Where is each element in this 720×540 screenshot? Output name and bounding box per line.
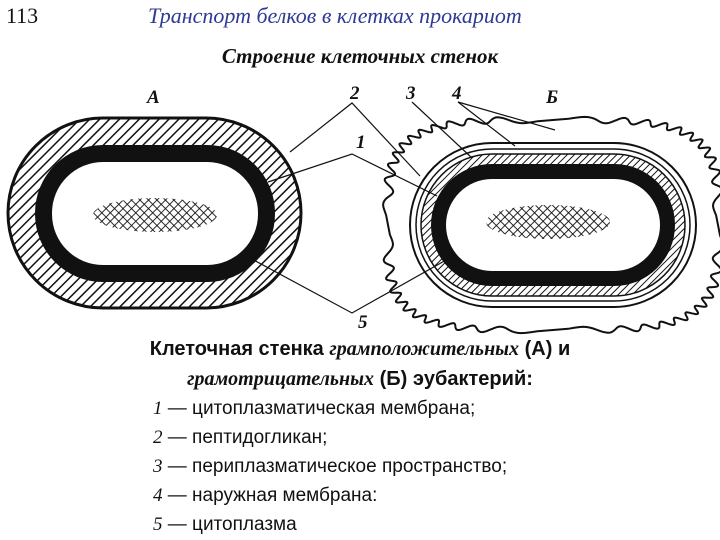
caption-italic-term: грамотрицательных bbox=[187, 368, 375, 390]
legend-text: — наружная мембрана: bbox=[162, 485, 378, 506]
label-cell-a: А bbox=[146, 87, 160, 108]
label-cell-b: Б bbox=[545, 87, 558, 108]
legend-number: 5 bbox=[153, 514, 163, 535]
slide-title: Транспорт белков в клетках прокариот bbox=[148, 3, 522, 28]
cell-a-nucleoid bbox=[93, 198, 217, 232]
legend-text: — пептидогликан; bbox=[162, 427, 328, 448]
cell-a-gram-positive bbox=[6, 116, 303, 310]
legend-number: 3 bbox=[153, 456, 163, 477]
legend-item: 2 — пептидогликан; bbox=[0, 423, 720, 452]
callout-3-line bbox=[411, 101, 473, 159]
label-num-2: 2 bbox=[349, 83, 360, 104]
caption-text: Клеточная стенка bbox=[149, 338, 330, 360]
callout-4-line bbox=[457, 101, 516, 147]
callout-4-line-b bbox=[457, 101, 556, 131]
cell-b-periplasm-line bbox=[415, 148, 691, 302]
callout-lines bbox=[249, 101, 556, 314]
legend-list: 1 — цитоплазматическая мембрана; 2 — пеп… bbox=[0, 394, 720, 539]
cell-wall-diagram: А Б 2 3 4 1 5 bbox=[6, 83, 720, 335]
legend-number: 4 bbox=[153, 485, 163, 506]
legend-item: 5 — цитоплазма bbox=[0, 510, 720, 539]
callout-5-lines bbox=[249, 254, 456, 314]
slide-number: 113 bbox=[6, 3, 39, 28]
figure-caption: Клеточная стенка грамположительных (А) и… bbox=[0, 334, 720, 539]
label-num-3: 3 bbox=[405, 83, 416, 104]
legend-text: — периплазматическое пространство; bbox=[162, 456, 508, 477]
label-num-1: 1 bbox=[356, 132, 366, 153]
label-num-4: 4 bbox=[451, 83, 462, 104]
label-num-5: 5 bbox=[358, 312, 368, 333]
legend-text: — цитоплазматическая мембрана; bbox=[162, 398, 476, 419]
cell-b-outer-membrane bbox=[409, 142, 697, 308]
cell-b-nucleoid bbox=[486, 205, 610, 239]
legend-number: 2 bbox=[153, 427, 163, 448]
caption-text: (Б) эубактерий: bbox=[374, 368, 533, 390]
slide-subtitle: Строение клеточных стенок bbox=[221, 44, 499, 68]
caption-line-2: грамотрицательных (Б) эубактерий: bbox=[0, 364, 720, 394]
legend-text: — цитоплазма bbox=[162, 514, 297, 535]
legend-item: 4 — наружная мембрана: bbox=[0, 481, 720, 510]
callout-2-lines bbox=[289, 102, 421, 177]
legend-number: 1 bbox=[153, 398, 163, 419]
cell-b-gram-negative bbox=[382, 115, 720, 335]
callout-1-lines bbox=[267, 153, 438, 197]
caption-line-1: Клеточная стенка грамположительных (А) и bbox=[0, 334, 720, 364]
caption-text: (А) и bbox=[519, 338, 571, 360]
legend-item: 3 — периплазматическое пространство; bbox=[0, 452, 720, 481]
legend-item: 1 — цитоплазматическая мембрана; bbox=[0, 394, 720, 423]
caption-italic-term: грамположительных bbox=[329, 338, 520, 360]
